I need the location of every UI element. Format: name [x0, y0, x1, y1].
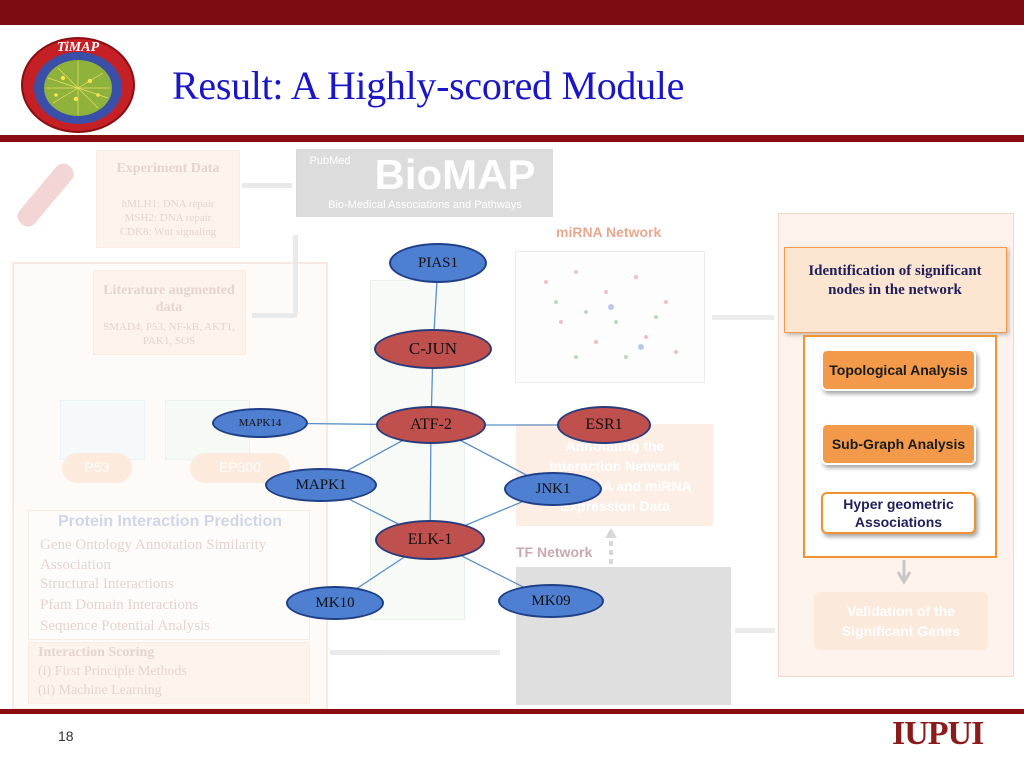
- ep300-label: EP300: [218, 459, 262, 475]
- interaction-scoring-title: Interaction Scoring: [38, 645, 155, 660]
- iupui-logo: IUPUI: [892, 715, 984, 752]
- node-mk09: MK09: [498, 584, 604, 618]
- biomap-subtitle: Bio-Medical Associations and Pathways: [328, 199, 522, 211]
- node-cjun: C-JUN: [374, 329, 492, 369]
- mirna-network-image: [515, 251, 705, 383]
- node-mapk1: MAPK1: [265, 468, 377, 502]
- down-arrow: [896, 560, 912, 585]
- node-pias1: PIAS1: [389, 243, 487, 283]
- node-elk1: ELK-1: [375, 520, 485, 560]
- annotating-line: Interaction Network: [549, 458, 681, 474]
- footer-divider: [0, 709, 1024, 714]
- background-workflow: Experiment Data hMLH1: DNA repair MSH2: …: [0, 145, 1024, 710]
- biomap-title: BioMAP: [374, 151, 536, 198]
- pubmed-label: PubMed: [309, 155, 351, 167]
- protein-structure-image: [60, 400, 145, 460]
- hypergeometric-associations-box: Hyper geometric Associations: [821, 492, 976, 534]
- experiment-title: Experiment Data: [116, 161, 220, 176]
- literature-genes: SMAD4, P53, NF-kB, AKT1, PAK1, SOS: [103, 321, 235, 347]
- arrow: [330, 650, 500, 655]
- slide-number: 18: [58, 728, 74, 744]
- timap-logo: TiMAP: [21, 37, 135, 133]
- protein-interaction-box: [28, 510, 310, 640]
- validation-box: [814, 592, 988, 650]
- svg-text:TiMAP: TiMAP: [57, 40, 100, 55]
- scoring-item: (i) First Principle Methods: [38, 664, 187, 679]
- mirna-network-graphic: [544, 270, 678, 359]
- interaction-scoring-box: [28, 642, 310, 704]
- node-atf2: ATF-2: [376, 406, 486, 444]
- node-jnk1: JNK1: [504, 472, 602, 506]
- experiment-line: CDK8: Wnt signaling: [119, 226, 217, 238]
- slide-title: Result: A Highly-scored Module: [172, 63, 685, 108]
- validation-text: Validation of the Significant Genes: [841, 603, 961, 639]
- dashed-arrow: [605, 528, 617, 564]
- literature-title: Literature augmented data: [103, 283, 235, 315]
- protein-interaction-title: Protein Interaction Prediction: [57, 513, 283, 530]
- node-mapk14: MAPK14: [212, 408, 308, 438]
- title-divider: [0, 135, 1024, 142]
- p53-label: P53: [84, 459, 110, 475]
- arrow: [252, 313, 297, 318]
- annotating-line: Expression Data: [560, 498, 670, 514]
- identification-text: Identification of significant nodes in t…: [808, 263, 982, 298]
- sub-graph-analysis-box: Sub-Graph Analysis: [821, 423, 976, 465]
- experiment-line: hMLH1: DNA repair: [121, 198, 215, 210]
- test-tube-icon: [17, 163, 74, 227]
- scoring-item: (ii) Machine Learning: [38, 683, 162, 698]
- pip-item: Structural Interactions: [40, 576, 174, 592]
- pip-item: Gene Ontology Annotation Similarity Asso…: [40, 537, 267, 573]
- tf-network-label: TF Network: [516, 544, 593, 560]
- node-esr1: ESR1: [557, 406, 651, 444]
- identification-box: [784, 247, 1007, 333]
- mirna-network-label: miRNA Network: [556, 224, 662, 240]
- biomap-banner: [296, 149, 553, 217]
- literature-box: [93, 270, 246, 355]
- arrow: [712, 315, 774, 320]
- p53-pill: [62, 453, 132, 483]
- experiment-box: [96, 150, 240, 248]
- arrow: [293, 235, 298, 315]
- arrow: [735, 628, 775, 633]
- arrow: [242, 183, 292, 188]
- experiment-line: MSH2: DNA repair: [124, 212, 212, 224]
- node-mk10: MK10: [286, 586, 384, 620]
- pip-item: Sequence Potential Analysis: [40, 618, 210, 634]
- top-bar: [0, 0, 1024, 25]
- pip-item: Pfam Domain Interactions: [40, 597, 199, 613]
- topological-analysis-box: Topological Analysis: [821, 349, 976, 391]
